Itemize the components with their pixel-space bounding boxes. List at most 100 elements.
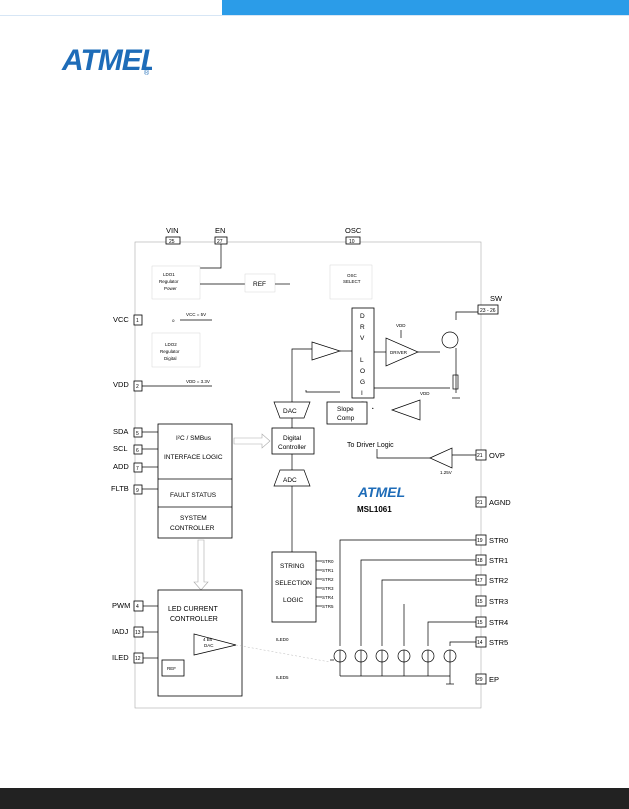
pin-vcc: VCC 1 <box>113 314 143 326</box>
current-sense-amp <box>390 399 421 421</box>
vdd-out-label: VDD = 3.3V <box>186 379 210 384</box>
pin-number: 13 <box>135 630 141 636</box>
ovp-ref-label: 1.25V <box>440 470 452 475</box>
pin-label: OVP <box>489 451 505 460</box>
bus-arrow-down <box>193 539 209 591</box>
dac-label: DAC <box>283 408 297 415</box>
adc-label: ADC <box>283 477 297 484</box>
interface-logic-block: I²C / SMBus INTERFACE LOGIC FAULT STATUS… <box>157 423 233 539</box>
chip-logo: ATMEL <box>357 484 405 500</box>
ldo2-block: LDO2 Regulator Digital <box>151 332 201 368</box>
pin-label: SCL <box>113 444 128 453</box>
pin-label: OSC <box>345 226 362 235</box>
pin-label: STR2 <box>489 576 508 585</box>
str-tap-label: STR2 <box>322 577 334 582</box>
digital-controller-title: Digital <box>283 435 302 442</box>
ldo2-line2: Regulator <box>160 349 180 354</box>
bit-dac-label2: DAC <box>204 643 214 648</box>
pin-ep: 29 EP <box>475 673 499 685</box>
current-sink-3 <box>397 649 411 676</box>
slope-comp-block: Slope Comp <box>326 401 368 425</box>
pin-label: EP <box>489 675 499 684</box>
pin-str1: 18 STR1 <box>360 554 508 646</box>
pin-sda: SDA 5 <box>113 427 143 438</box>
pin-number: 18 <box>477 558 483 564</box>
pin-label: IADJ <box>112 627 129 636</box>
logo-text: ATMEL <box>61 44 152 77</box>
drv-letter: D <box>360 313 365 320</box>
to-driver-logic-label: To Driver Logic <box>347 442 394 449</box>
logo-registered-mark: ® <box>144 69 150 77</box>
bus-arrow <box>233 433 271 449</box>
ref-block: REF <box>200 273 290 293</box>
drv-letter: O <box>360 368 365 375</box>
vcc-out-label: VCC = 5V <box>186 312 206 317</box>
chip-name: MSL1061 <box>357 505 392 514</box>
pin-iadj: IADJ 13 <box>112 626 144 638</box>
pin-number: 4 <box>136 604 139 610</box>
pin-agnd: 21 AGND <box>475 496 511 508</box>
pin-ovp: 21 OVP <box>475 449 505 461</box>
slope-title: Slope <box>337 406 354 413</box>
vdd-small-label: VDD <box>396 323 406 328</box>
led-current-controller-block: LED CURRENT CONTROLLER 4 Bit DAC REF <box>157 589 243 697</box>
pin-vin: VIN 25 <box>165 226 181 245</box>
en-line <box>198 244 222 269</box>
pin-number: 15 <box>477 599 483 605</box>
pin-label: STR0 <box>489 536 508 545</box>
pin-number: 12 <box>135 656 141 662</box>
pin-pwm: PWM 4 <box>112 600 144 612</box>
ovp-comparator <box>429 447 453 469</box>
pin-scl: SCL 6 <box>113 444 143 455</box>
pin-number: 9 <box>136 488 139 494</box>
controller-label: CONTROLLER <box>170 525 215 532</box>
pin-osc: OSC 10 <box>345 226 362 245</box>
current-sink-4 <box>421 649 435 676</box>
pin-number: 21 <box>477 453 483 459</box>
atmel-logo: ATMEL ® <box>61 44 152 77</box>
str-tap-1: STR1 <box>316 568 334 573</box>
i2c-label: I²C / SMBus <box>176 435 212 442</box>
string-selection-block: STRING SELECTION LOGIC <box>271 551 317 623</box>
pin-label: ADD <box>113 462 129 471</box>
pin-label: AGND <box>489 498 511 507</box>
pin-add: ADD 7 <box>113 462 143 473</box>
str-tap-3: STR3 <box>316 586 334 591</box>
str-tap-0: STR0 <box>316 559 334 564</box>
pin-label: EN <box>215 226 225 235</box>
pin-label: SDA <box>113 427 128 436</box>
pin-label: VCC <box>113 315 129 324</box>
pin-number: 27 <box>217 239 223 245</box>
ldo1-line2: Regulator <box>159 279 179 284</box>
pin-label: STR3 <box>489 597 508 606</box>
ldo1-block: LDO1 Regulator Power <box>151 265 201 300</box>
system-label: SYSTEM <box>180 515 207 522</box>
driver-logic-block: D R V L O G I C <box>351 307 375 408</box>
footer-bar <box>0 788 629 809</box>
digital-controller-block: Digital Controller <box>271 427 315 455</box>
pin-number: 2 <box>136 384 139 390</box>
interface-logic-label: INTERFACE LOGIC <box>164 454 223 461</box>
selection-label: SELECTION <box>275 580 312 587</box>
digital-controller-line2: Controller <box>278 444 307 451</box>
pin-label: FLTB <box>111 484 129 493</box>
drv-letter: V <box>360 335 365 342</box>
string-label: STRING <box>280 563 305 570</box>
logic-label: LOGIC <box>283 597 304 604</box>
pin-number: 5 <box>136 431 139 437</box>
comparator-triangle <box>311 341 342 361</box>
pin-number: 15 <box>477 620 483 626</box>
pin-label: ILED <box>112 653 129 662</box>
pin-number: 14 <box>477 640 483 646</box>
ldo2-line3: Digital <box>164 356 177 361</box>
current-sink-1 <box>354 649 368 676</box>
pin-label: STR1 <box>489 556 508 565</box>
top-divider <box>0 15 629 16</box>
drv-letter: L <box>360 357 364 364</box>
sense-vdd-label: VDD <box>420 391 430 396</box>
pin-number: 7 <box>136 466 139 472</box>
